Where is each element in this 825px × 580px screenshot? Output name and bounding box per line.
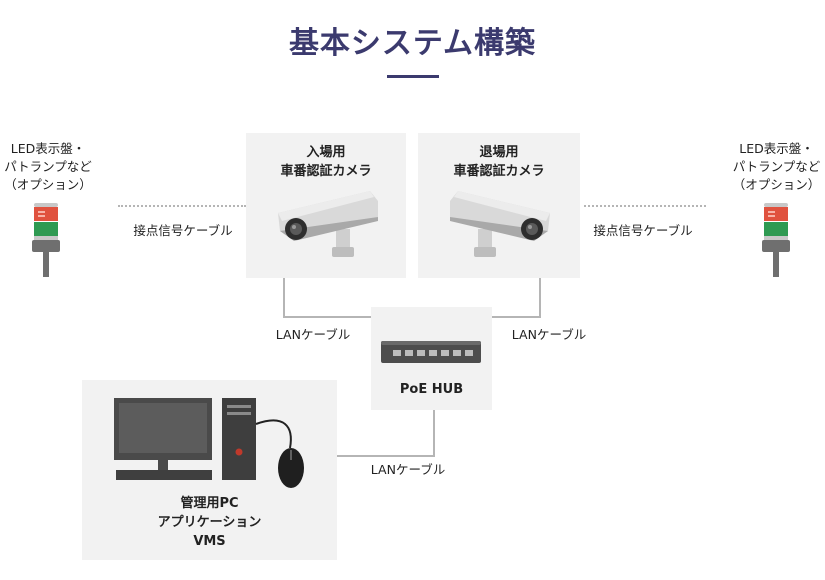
contact-cable-right-line [584, 205, 706, 207]
management-pc-box: 管理用PC アプリケーション VMS [82, 380, 337, 560]
network-switch-icon [381, 341, 481, 363]
lan-line-left-vertical [283, 278, 285, 318]
signal-left-line2: パトランプなど [4, 159, 92, 174]
poe-hub-box: PoE HUB [371, 307, 492, 410]
contact-cable-left-line [118, 205, 246, 207]
exit-camera-line1: 退場用 [479, 145, 519, 160]
entry-camera-box: 入場用 車番認証カメラ [246, 133, 406, 278]
signal-right-line1: LED表示盤・ [739, 141, 814, 156]
lan-cable-right-label: LANケーブル [511, 327, 587, 342]
lan-line-bottom-vertical [433, 410, 435, 456]
lan-cable-bottom-label: LANケーブル [370, 462, 446, 477]
signal-right-line3: （オプション） [732, 177, 821, 192]
entry-camera-line1: 入場用 [306, 145, 346, 160]
signal-tower-lamp-left-icon [32, 203, 60, 277]
signal-left-line3: （オプション） [4, 177, 92, 192]
lan-cable-left-label: LANケーブル [275, 327, 351, 342]
page-title: 基本システム構築 [288, 26, 537, 61]
lan-line-right-vertical [539, 278, 541, 318]
title-underline [387, 75, 439, 78]
signal-left-line1: LED表示盤・ [10, 141, 86, 156]
lan-line-bottom-horizontal [337, 455, 435, 457]
exit-camera-line2: 車番認証カメラ [453, 164, 545, 179]
security-camera-icon [278, 191, 378, 257]
security-camera-icon [450, 191, 550, 257]
signal-device-right-label: LED表示盤・ パトランプなど （オプション） [728, 140, 825, 194]
contact-cable-right-label: 接点信号ケーブル [593, 223, 693, 238]
entry-camera-line2: 車番認証カメラ [280, 164, 372, 179]
contact-cable-left-label: 接点信号ケーブル [133, 223, 233, 238]
signal-tower-lamp-right-icon [762, 203, 790, 277]
lan-line-right-horizontal [492, 316, 541, 318]
pc-line3: VMS [193, 534, 226, 549]
desktop-computer-icon [114, 398, 304, 488]
poe-hub-label: PoE HUB [399, 382, 464, 397]
pc-line2: アプリケーション [157, 515, 262, 530]
lan-line-left-horizontal [283, 316, 371, 318]
exit-camera-box: 退場用 車番認証カメラ [418, 133, 580, 278]
signal-right-line2: パトランプなど [732, 159, 821, 174]
signal-device-left-label: LED表示盤・ パトランプなど （オプション） [0, 140, 96, 194]
pc-line1: 管理用PC [180, 496, 239, 511]
